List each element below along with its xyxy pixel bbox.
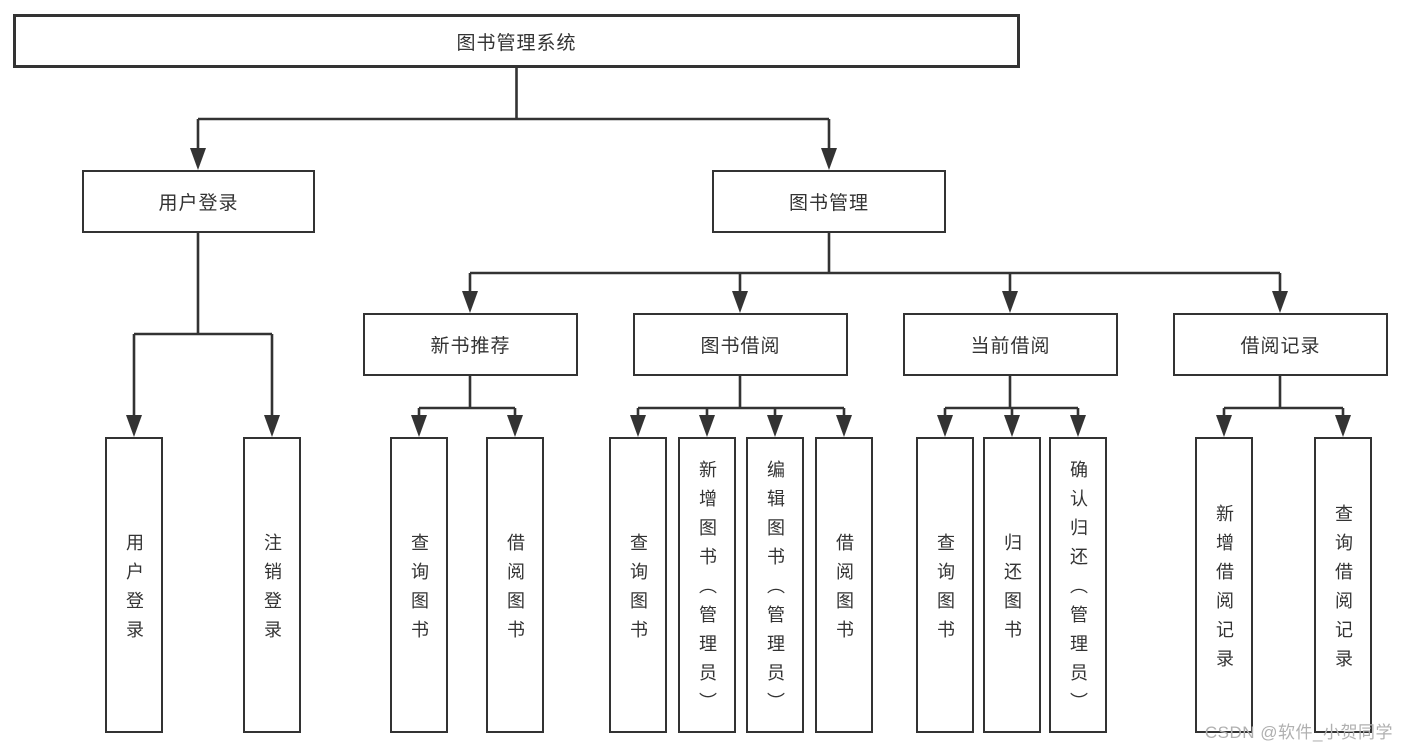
leaf-current-return-books: 归还图书	[983, 437, 1041, 733]
arrowhead	[126, 415, 142, 437]
arrowhead	[937, 415, 953, 437]
node-current-borrowing: 当前借阅	[903, 313, 1118, 376]
connector-paths	[132, 68, 1345, 419]
arrowhead	[1004, 415, 1020, 437]
leaf-borrow-query-books: 查询图书	[609, 437, 667, 733]
arrowhead	[836, 415, 852, 437]
leaf-record-add-borrow-record: 新增借阅记录	[1195, 437, 1253, 733]
leaf-logout: 注销登录	[243, 437, 301, 733]
csdn-watermark: CSDN @软件_小贺同学	[1204, 723, 1393, 742]
arrowhead	[1216, 415, 1232, 437]
arrowhead	[1272, 291, 1288, 313]
arrowhead	[190, 148, 206, 170]
leaf-borrow-edit-books-admin: 编辑图书（管理员）	[746, 437, 804, 733]
leaf-borrow-add-books-admin: 新增图书（管理员）	[678, 437, 736, 733]
arrowhead	[821, 148, 837, 170]
leaf-borrow-borrow-books: 借阅图书	[815, 437, 873, 733]
arrowheads	[126, 148, 1351, 437]
node-new-book-recommendation: 新书推荐	[363, 313, 578, 376]
arrowhead	[699, 415, 715, 437]
node-borrowing-records: 借阅记录	[1173, 313, 1388, 376]
leaf-record-query-borrow-record: 查询借阅记录	[1314, 437, 1372, 733]
arrowhead	[1335, 415, 1351, 437]
arrowhead	[1002, 291, 1018, 313]
arrowhead	[411, 415, 427, 437]
arrowhead	[507, 415, 523, 437]
leaf-user-login: 用户登录	[105, 437, 163, 733]
arrowhead	[462, 291, 478, 313]
node-book-management: 图书管理	[712, 170, 946, 233]
leaf-current-confirm-return-admin: 确认归还（管理员）	[1049, 437, 1107, 733]
leaf-newrec-borrow-books: 借阅图书	[486, 437, 544, 733]
arrowhead	[1070, 415, 1086, 437]
arrowhead	[732, 291, 748, 313]
arrowhead	[767, 415, 783, 437]
node-user-login: 用户登录	[82, 170, 315, 233]
node-book-borrowing: 图书借阅	[633, 313, 848, 376]
leaf-newrec-query-books: 查询图书	[390, 437, 448, 733]
node-library-management-system: 图书管理系统	[13, 14, 1020, 68]
arrowhead	[630, 415, 646, 437]
arrowhead	[264, 415, 280, 437]
leaf-current-query-books: 查询图书	[916, 437, 974, 733]
